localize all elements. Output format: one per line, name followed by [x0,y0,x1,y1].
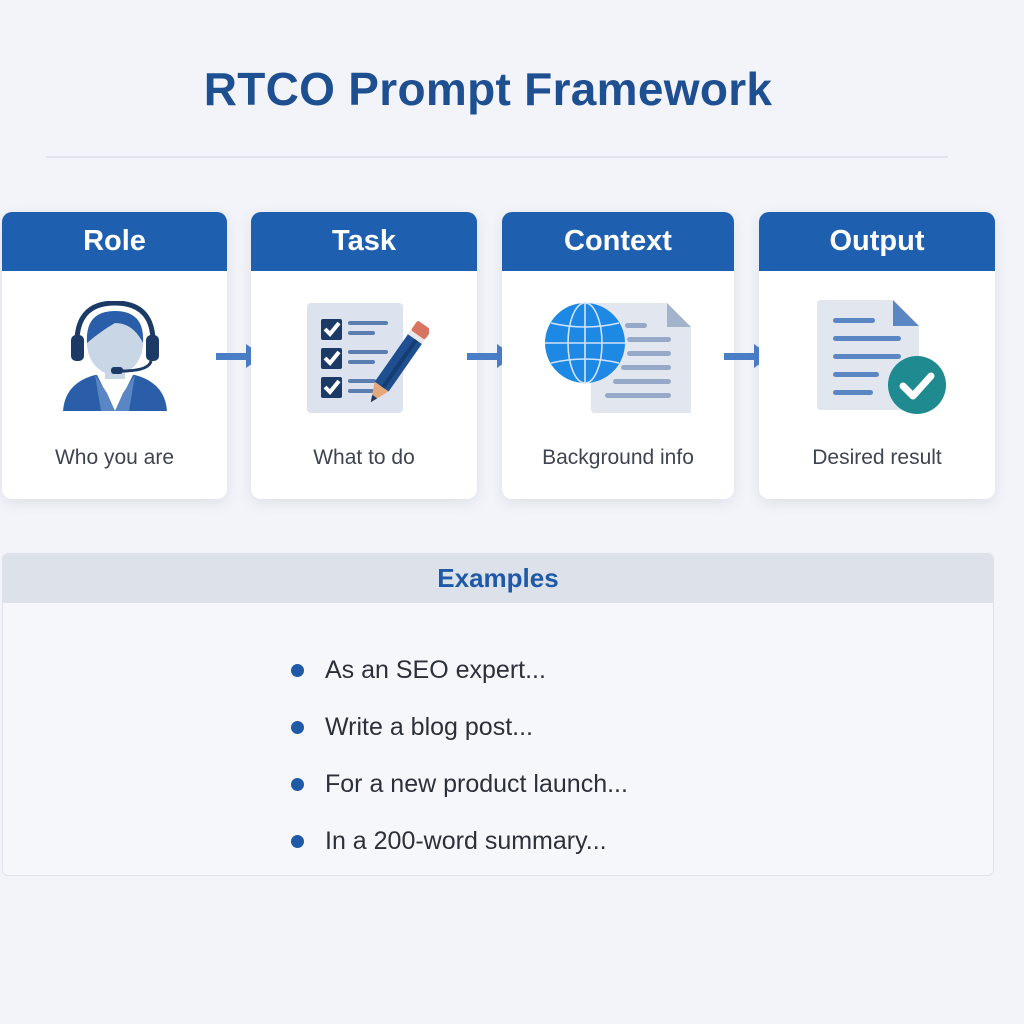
title-divider [46,156,948,158]
step-caption: Background info [542,446,694,469]
step-header: Context [502,212,734,271]
step-caption: Who you are [54,446,175,469]
list-item: For a new product launch... [291,756,628,813]
examples-heading: Examples [3,554,993,603]
step-card-output: Output Desired result [759,212,995,499]
step-caption: What to do [313,446,415,469]
bullet-icon [291,664,304,677]
checklist-pencil-icon [251,298,477,418]
step-caption: Desired result [812,446,942,469]
page-title: RTCO Prompt Framework [203,63,773,115]
step-header: Output [759,212,995,271]
globe-document-icon [502,298,734,418]
document-check-icon [759,298,995,418]
bullet-icon [291,835,304,848]
list-item: Write a blog post... [291,699,628,756]
headset-person-icon [2,298,227,418]
examples-list: As an SEO expert... Write a blog post...… [291,642,628,870]
list-item: As an SEO expert... [291,642,628,699]
step-header: Role [2,212,227,271]
examples-panel: Examples As an SEO expert... Write a blo… [2,553,994,876]
step-header: Task [251,212,477,271]
step-card-role: Role Who you are [2,212,227,499]
step-card-task: Task [251,212,477,499]
bullet-icon [291,721,304,734]
bullet-icon [291,778,304,791]
step-card-context: Context Background info [502,212,734,499]
list-item: In a 200-word summary... [291,813,628,870]
